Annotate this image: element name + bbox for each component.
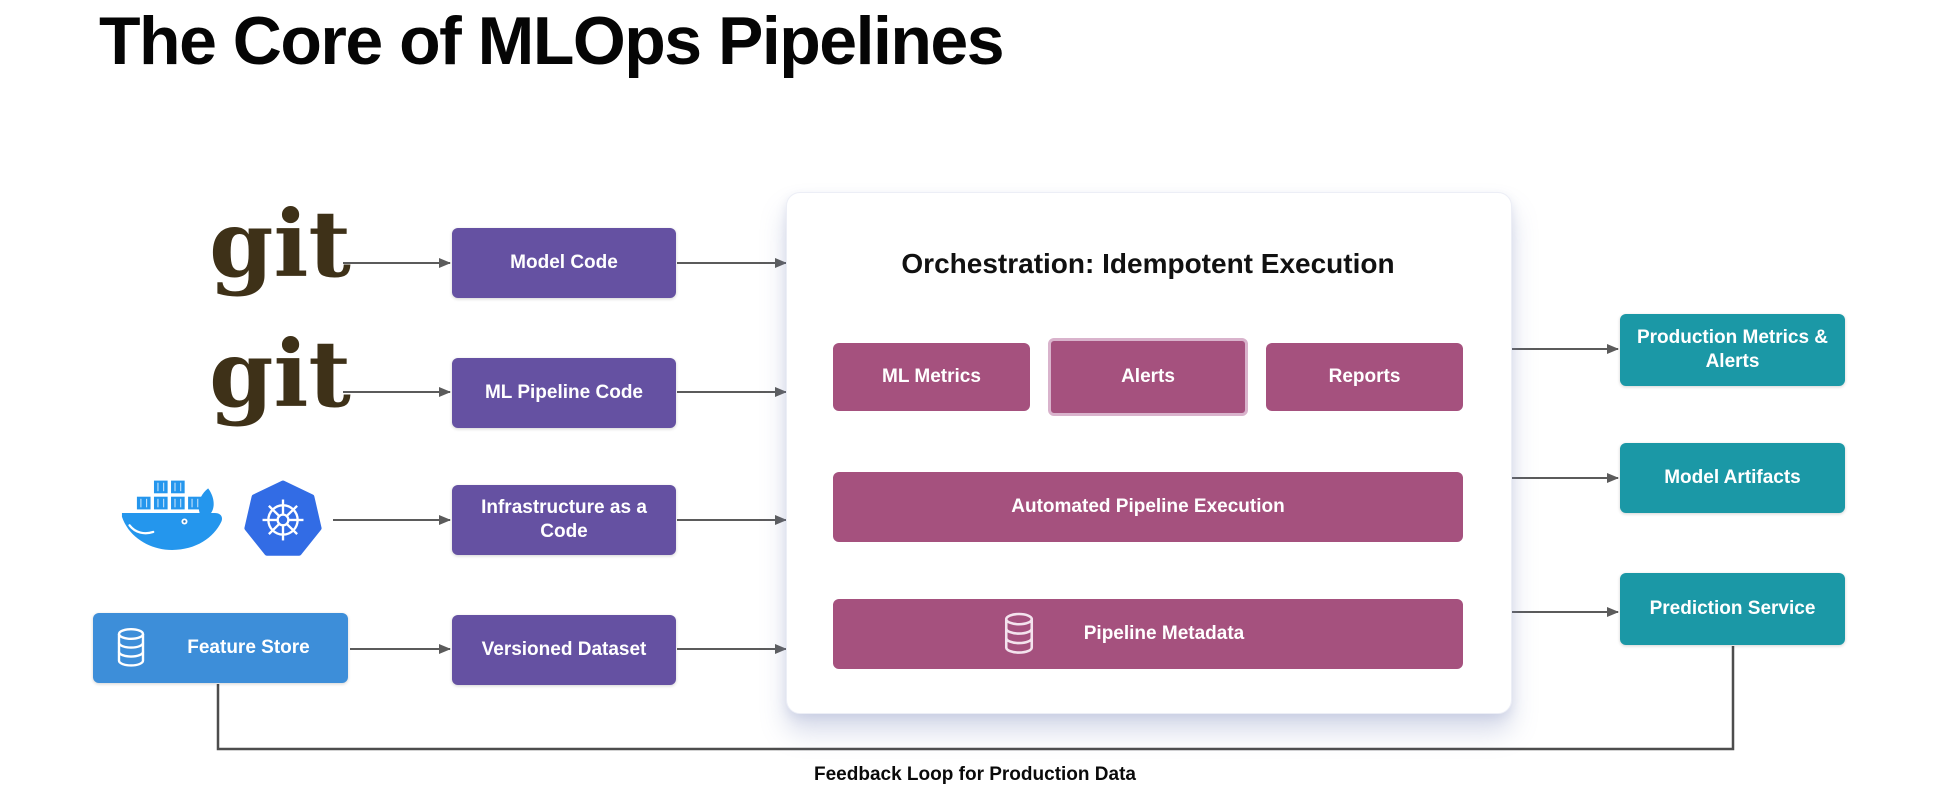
node-model-artifacts: Model Artifacts <box>1620 443 1845 513</box>
orchestration-title: Orchestration: Idempotent Execution <box>901 248 1395 279</box>
feedback-loop-label: Feedback Loop for Production Data <box>814 764 1136 785</box>
pipeline-metadata-label: Pipeline Metadata <box>1083 623 1245 645</box>
node-ml-metrics: ML Metrics <box>833 343 1030 411</box>
kubernetes-icon <box>244 480 322 556</box>
node-alerts: Alerts <box>1048 338 1248 416</box>
feature-store-box: Feature Store <box>93 613 348 683</box>
node-pipeline-metadata: Pipeline Metadata <box>833 599 1463 669</box>
node-automated-pipeline-execution: Automated Pipeline Execution <box>833 472 1463 542</box>
node-infrastructure-as-code: Infrastructure as a Code <box>452 485 676 555</box>
node-production-metrics-alerts: Production Metrics & Alerts <box>1620 314 1845 386</box>
node-model-code: Model Code <box>452 228 676 298</box>
git-logo: git <box>209 320 351 428</box>
git-logo: git <box>209 190 351 298</box>
page-title: The Core of MLOps Pipelines <box>99 3 1005 79</box>
database-icon <box>1004 612 1033 654</box>
docker-whale-icon <box>121 479 223 550</box>
node-reports: Reports <box>1266 343 1463 411</box>
node-versioned-dataset: Versioned Dataset <box>452 615 676 685</box>
node-prediction-service: Prediction Service <box>1620 573 1845 645</box>
database-icon <box>117 628 145 667</box>
node-ml-pipeline-code: ML Pipeline Code <box>452 358 676 428</box>
feature-store-label: Feature Store <box>187 637 310 659</box>
